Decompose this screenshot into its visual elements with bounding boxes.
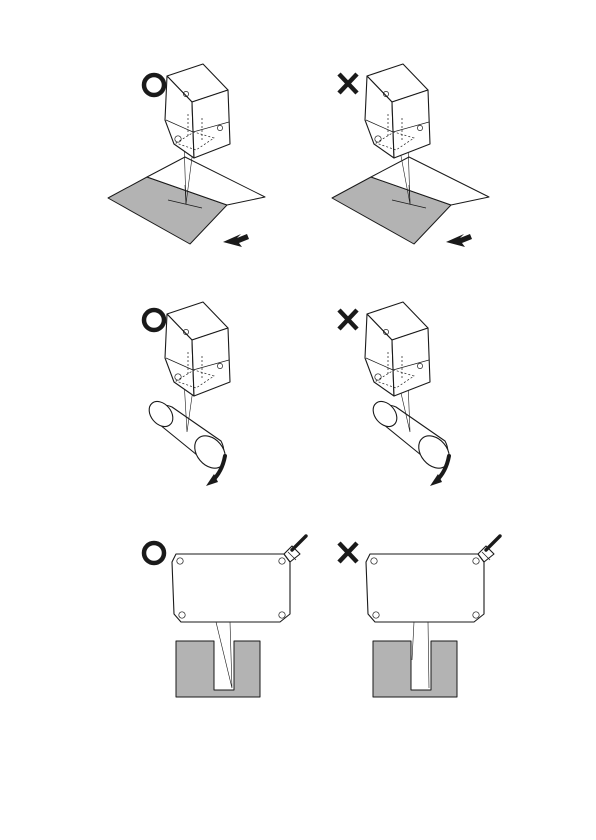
sensor-body bbox=[366, 536, 500, 622]
circle-mark-icon bbox=[144, 75, 164, 95]
row-2-left-correct bbox=[144, 302, 232, 486]
grooved-block bbox=[176, 641, 260, 697]
cross-mark-icon bbox=[339, 543, 357, 562]
sensor-head bbox=[165, 64, 230, 158]
row-1-left-correct bbox=[108, 64, 265, 247]
row-1-right-incorrect bbox=[332, 64, 489, 247]
cylinder bbox=[144, 397, 231, 474]
sensor-body bbox=[172, 536, 306, 622]
row-2-right-incorrect bbox=[339, 302, 456, 486]
circle-mark-icon bbox=[144, 310, 164, 330]
row-3-left-correct bbox=[144, 536, 306, 697]
arrow-icon bbox=[223, 234, 249, 247]
sensor-head bbox=[165, 302, 230, 396]
arrow-icon bbox=[446, 234, 472, 247]
circle-mark-icon bbox=[144, 543, 164, 563]
sensor-head bbox=[365, 302, 430, 396]
cylinder bbox=[368, 397, 455, 474]
row-3-right-incorrect bbox=[339, 536, 500, 697]
sensor-head bbox=[365, 64, 430, 158]
cross-mark-icon bbox=[339, 310, 357, 329]
grooved-block bbox=[373, 641, 457, 697]
cross-mark-icon bbox=[339, 74, 357, 93]
